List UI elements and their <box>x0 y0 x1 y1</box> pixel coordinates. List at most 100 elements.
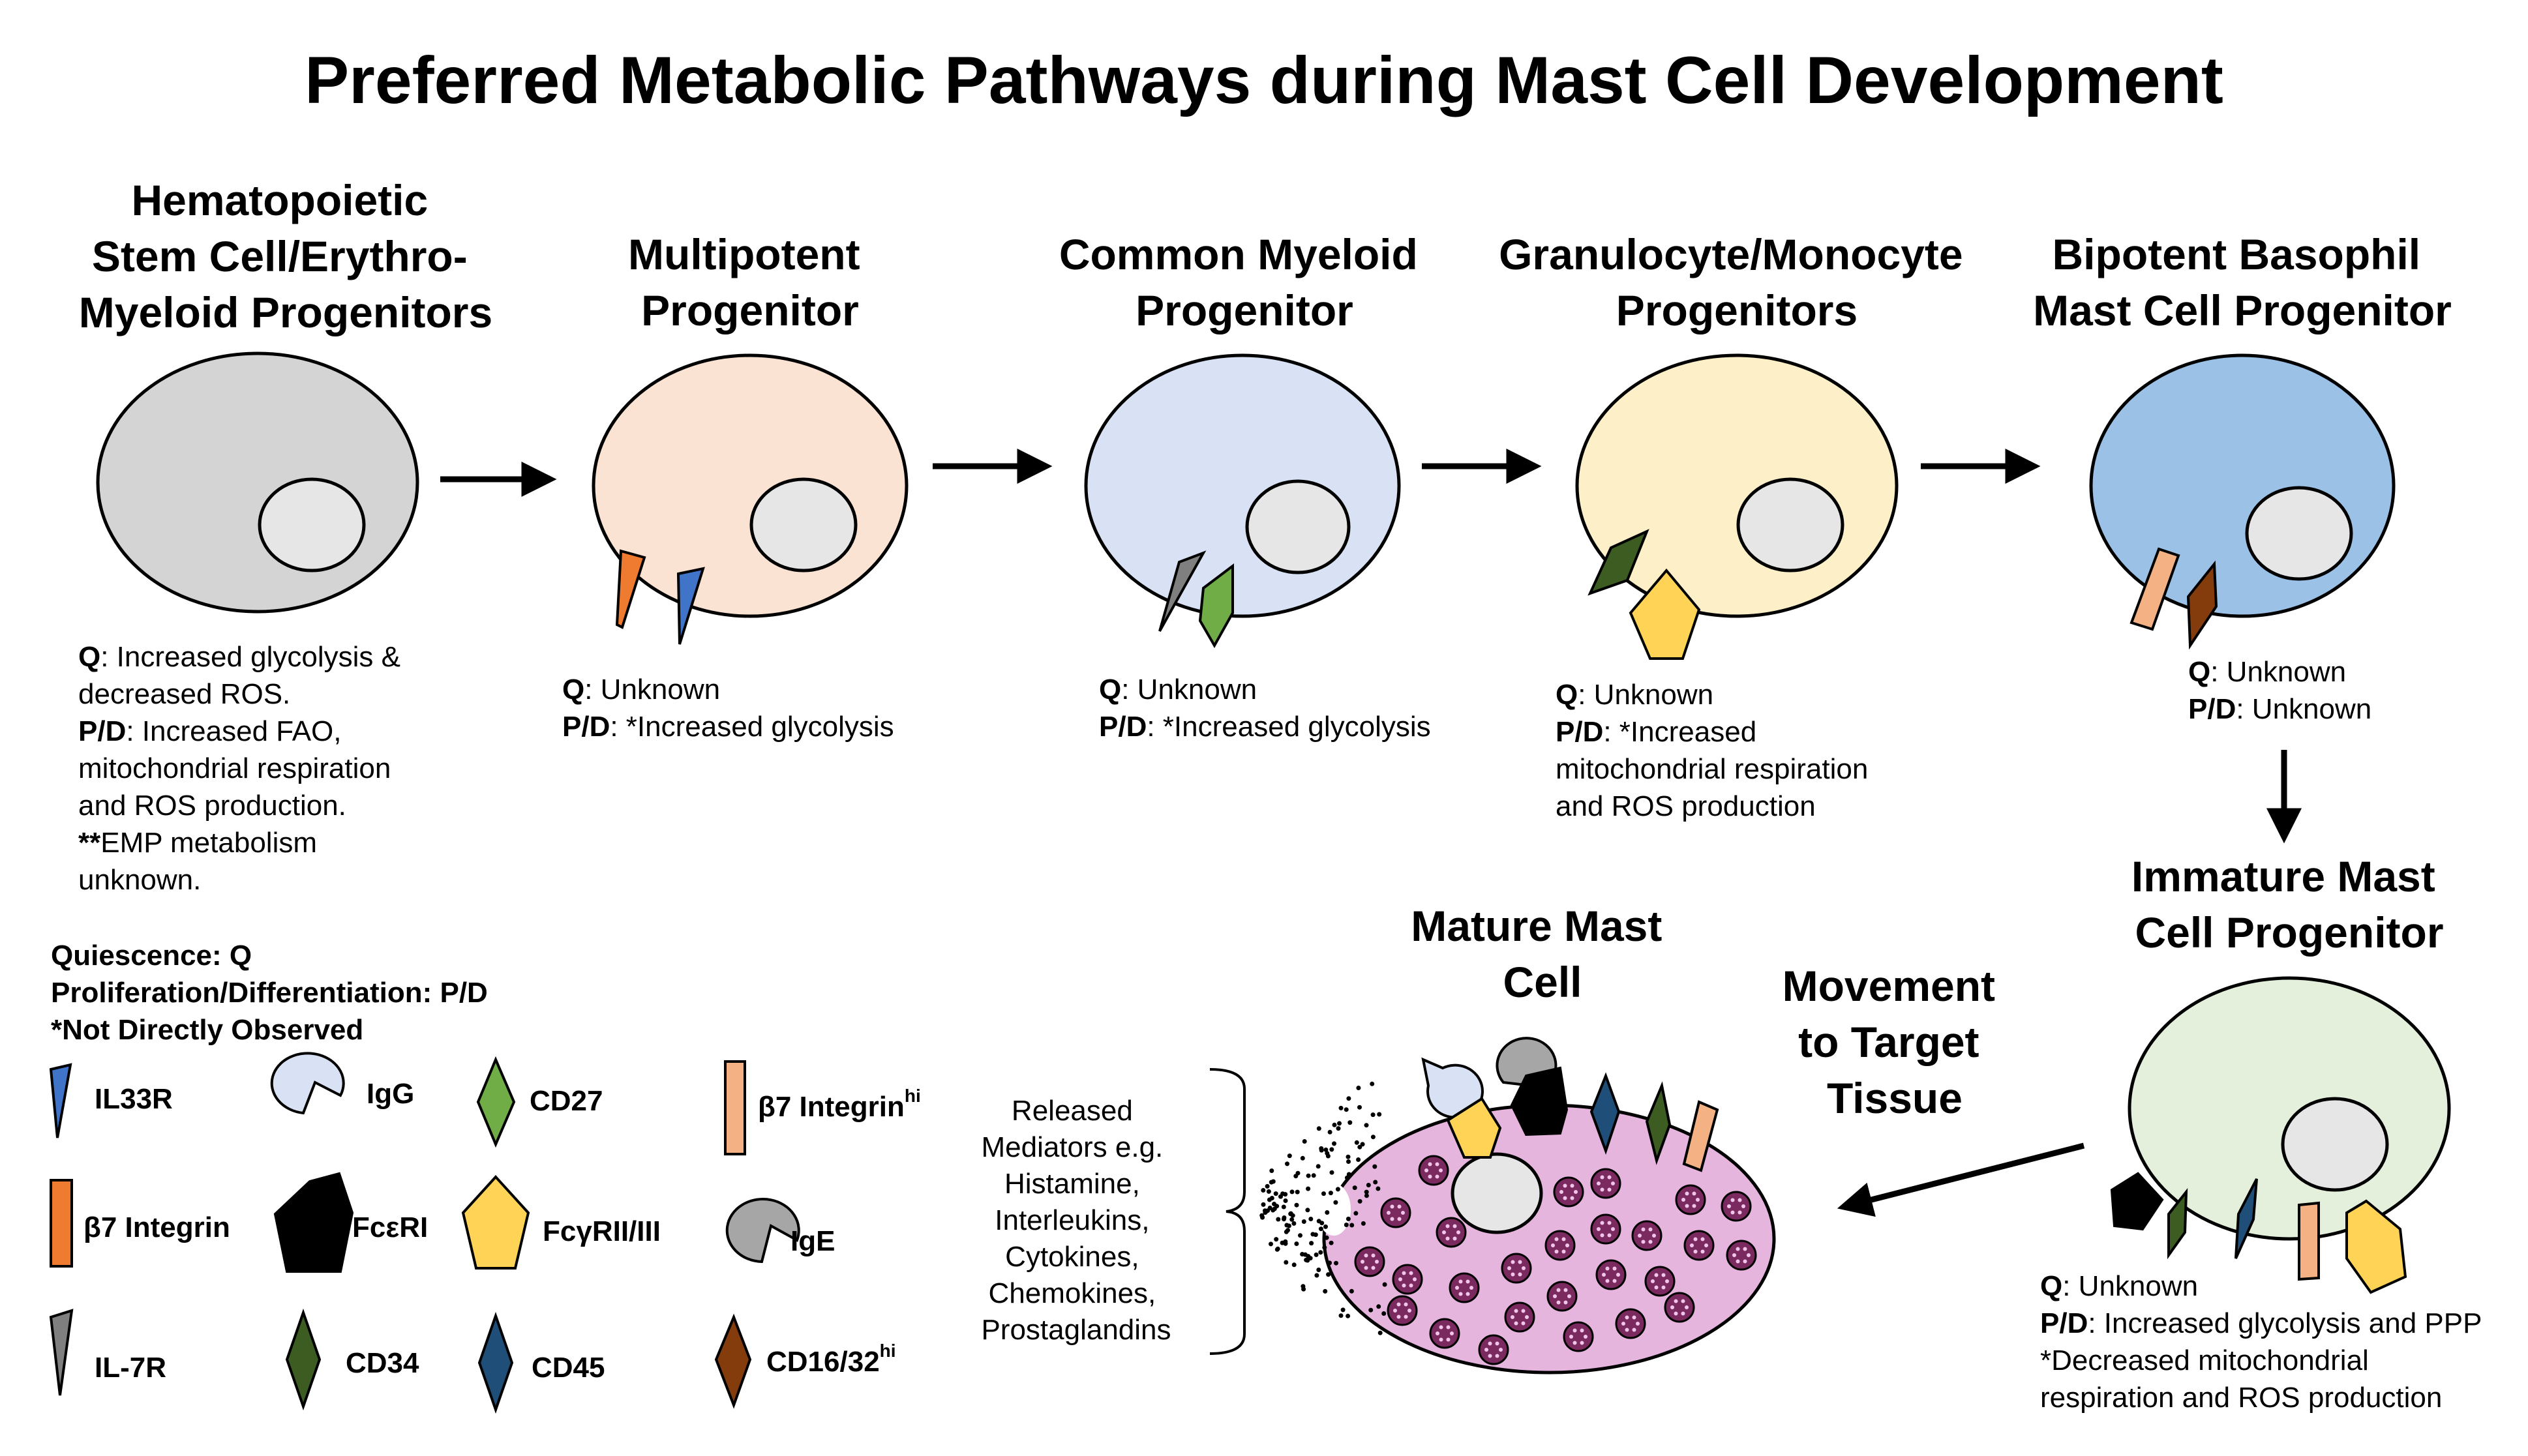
granule-speck <box>1612 1266 1617 1271</box>
mediator-dot <box>1261 1188 1266 1193</box>
mediator-dot <box>1306 1173 1311 1178</box>
mediator-dot <box>1316 1268 1321 1272</box>
mediator-dot <box>1338 1313 1344 1318</box>
granule-speck <box>1625 1315 1629 1320</box>
granule-speck <box>1435 1174 1439 1179</box>
mediator-dot <box>1382 1282 1387 1287</box>
granule-speck <box>1452 1224 1457 1228</box>
granule-speck <box>1514 1309 1518 1313</box>
mediator-dot <box>1265 1183 1270 1189</box>
granule-speck <box>1597 1227 1601 1231</box>
mediator-dot <box>1325 1153 1331 1159</box>
granule <box>1504 1301 1535 1333</box>
mediator-dot <box>1366 1183 1371 1187</box>
granule-speck <box>1397 1204 1402 1209</box>
granule <box>1615 1308 1646 1339</box>
cmp-cell <box>1084 353 1401 649</box>
il7r-legend-icon <box>49 1309 74 1396</box>
granule-speck <box>1736 1259 1740 1264</box>
granule-speck <box>1455 1286 1459 1290</box>
granule-speck <box>1563 1300 1568 1305</box>
granule-speck <box>1636 1322 1640 1326</box>
mediator-dot <box>1334 1260 1338 1266</box>
granule-speck <box>1554 1249 1559 1254</box>
granule-speck <box>1428 1174 1432 1179</box>
mediator-dot <box>1344 1107 1349 1112</box>
legend-label-cd45: CD45 <box>532 1352 605 1384</box>
mediator-dot <box>1381 1311 1387 1316</box>
cd27-marker <box>1198 563 1234 649</box>
mediator-dot <box>1377 1112 1382 1117</box>
granule <box>1563 1321 1594 1352</box>
granule-speck <box>1690 1243 1694 1247</box>
granule-speck <box>1563 1183 1567 1188</box>
mediator-dot <box>1347 1120 1353 1125</box>
fcgr-on-mature <box>1446 1097 1502 1159</box>
mediator-dot <box>1306 1186 1311 1191</box>
granule-speck <box>1638 1234 1642 1238</box>
mediator-dot <box>1319 1148 1324 1153</box>
granule-speck <box>1511 1272 1515 1277</box>
mediator-dot <box>1294 1241 1299 1246</box>
immature-cell-body <box>2128 976 2451 1241</box>
il33r-marker <box>676 567 705 645</box>
granule-speck <box>1747 1253 1751 1257</box>
mediator-dot <box>1326 1272 1331 1277</box>
granule-speck <box>1651 1279 1655 1283</box>
granule-speck <box>1730 1198 1735 1202</box>
mediator-dot <box>1356 1086 1361 1090</box>
granule-speck <box>1693 1237 1698 1241</box>
mediator-dot <box>1291 1262 1297 1268</box>
hsc-header: Hematopoietic Stem Cell/Erythro- Myeloid… <box>79 176 492 336</box>
granule-speck <box>1605 1266 1610 1271</box>
granule-speck <box>1730 1210 1735 1215</box>
granule-speck <box>1445 1224 1450 1228</box>
mediator-dot <box>1364 1123 1369 1128</box>
granule-speck <box>1553 1294 1557 1298</box>
hsc-cell <box>96 351 419 614</box>
cd45-marker <box>2235 1178 2258 1259</box>
granule-speck <box>1612 1279 1617 1283</box>
granule-speck <box>1466 1292 1470 1296</box>
legend-labels: IL33R IgG CD27 β7 Integrinhi β7 Integrin… <box>83 1078 921 1384</box>
mediator-dot <box>1309 1241 1314 1246</box>
mediators-label: Released Mediators e.g. Histamine, Inter… <box>981 1095 1171 1346</box>
granule-speck <box>1439 1337 1443 1342</box>
granule-speck <box>1727 1204 1731 1208</box>
granule-speck <box>1600 1175 1604 1180</box>
granule-speck <box>1654 1285 1659 1290</box>
granule-speck <box>1458 1292 1463 1296</box>
beta7-integrin-legend-icon <box>50 1179 73 1268</box>
granule-speck <box>1435 1162 1439 1166</box>
granule-speck <box>1511 1315 1514 1319</box>
cd34-marker-immature <box>2167 1188 2188 1260</box>
granule <box>1590 1168 1621 1199</box>
mediator-dot <box>1368 1307 1374 1313</box>
granule <box>1418 1155 1449 1186</box>
mediator-dot <box>1323 1288 1328 1294</box>
mediator-dot <box>1295 1170 1301 1176</box>
fceri-legend-icon <box>273 1172 354 1273</box>
mediator-dot <box>1349 1223 1355 1228</box>
mediator-dot <box>1346 1154 1351 1159</box>
granule-speck <box>1665 1279 1669 1283</box>
cd27-legend-icon <box>476 1056 516 1148</box>
granule-speck <box>1572 1341 1577 1345</box>
granule-speck <box>1602 1273 1606 1277</box>
granule-speck <box>1600 1221 1604 1225</box>
il33r-legend-icon <box>49 1063 72 1138</box>
granule-speck <box>1371 1266 1376 1270</box>
granule-speck <box>1674 1299 1678 1303</box>
mediator-dot <box>1302 1139 1307 1144</box>
mediator-dot <box>1281 1204 1286 1210</box>
mediator-dot <box>1360 1142 1365 1147</box>
mediator-dot <box>1346 1096 1351 1101</box>
cd16-32-hi-legend-icon <box>714 1313 752 1409</box>
granule-speck <box>1670 1305 1674 1309</box>
granule <box>1392 1264 1423 1295</box>
mediator-dot <box>1282 1215 1287 1220</box>
granule-speck <box>1607 1233 1612 1238</box>
mediator-dot <box>1370 1112 1376 1118</box>
mediator-dot <box>1280 1191 1286 1196</box>
